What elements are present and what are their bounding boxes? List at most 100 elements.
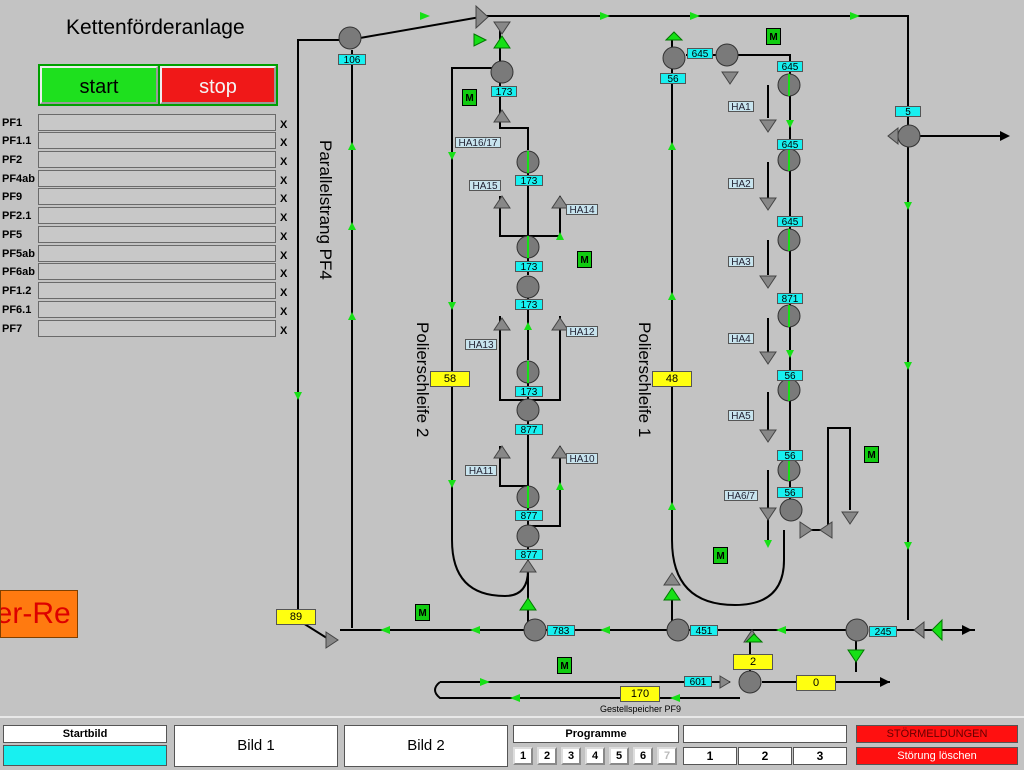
- program-button-3[interactable]: 3: [561, 747, 581, 765]
- conveyor-diagram: [294, 4, 1010, 702]
- counter-645: 645: [687, 48, 713, 60]
- loop2-count: 58: [430, 371, 470, 387]
- counter-106: 106: [338, 54, 366, 66]
- counter-645: 645: [777, 139, 803, 151]
- pf-x-mark[interactable]: X: [280, 250, 288, 262]
- program-button-1[interactable]: 1: [513, 747, 533, 765]
- pf-row: PF9 X: [0, 188, 290, 206]
- counter-56: 56: [660, 73, 686, 85]
- counter-645: 645: [777, 216, 803, 228]
- counter-451: 451: [690, 625, 718, 637]
- pf-row: PF5 X: [0, 226, 290, 244]
- motor-icon[interactable]: M: [462, 89, 477, 106]
- motor-icon[interactable]: M: [415, 604, 430, 621]
- pf-row: PF1 X: [0, 114, 290, 132]
- program-button-2[interactable]: 2: [537, 747, 557, 765]
- program-button-5[interactable]: 5: [609, 747, 629, 765]
- active-switches: [473, 31, 943, 663]
- number-button-2[interactable]: 2: [738, 747, 792, 765]
- bottom-navigation-bar: Startbild Bild 1 Bild 2 Programme 1 2 3 …: [0, 716, 1024, 770]
- counter-173: 173: [491, 86, 517, 98]
- counter-56: 56: [777, 487, 803, 499]
- counter-877: 877: [515, 424, 543, 436]
- pf-x-mark[interactable]: X: [280, 156, 288, 168]
- number-button-3[interactable]: 3: [793, 747, 847, 765]
- pf-status-bar: [38, 114, 276, 131]
- pf-x-mark[interactable]: X: [280, 287, 288, 299]
- ha-label: HA3: [728, 256, 754, 268]
- ha-label: HA11: [465, 465, 497, 477]
- ha-label: HA15: [469, 180, 501, 192]
- page-title: Kettenförderanlage: [66, 16, 245, 39]
- pf-x-mark[interactable]: X: [280, 325, 288, 337]
- ha-label: HA6/7: [724, 490, 758, 502]
- counter-173: 173: [515, 261, 543, 273]
- motor-icon[interactable]: M: [713, 547, 728, 564]
- pf-x-mark[interactable]: X: [280, 212, 288, 224]
- pf-label: PF1.1: [2, 135, 32, 147]
- bild1-button[interactable]: Bild 1: [174, 725, 338, 767]
- loop1-count: 48: [652, 371, 692, 387]
- program-button-4[interactable]: 4: [585, 747, 605, 765]
- counter-877: 877: [515, 510, 543, 522]
- pf-label: PF6ab: [2, 266, 36, 278]
- clear-fault-button[interactable]: Störung löschen: [856, 747, 1018, 765]
- flow-arrow-heads-black: [880, 131, 1010, 687]
- start-button[interactable]: start: [40, 66, 158, 104]
- counter-877: 877: [515, 549, 543, 561]
- pf-status-bar: [38, 263, 276, 280]
- motor-icon[interactable]: M: [766, 28, 781, 45]
- pf-row: PF1.1 X: [0, 132, 290, 150]
- parallel-count: 89: [276, 609, 316, 625]
- pf-status-bar: [38, 245, 276, 262]
- motor-icon[interactable]: M: [577, 251, 592, 268]
- bild2-button[interactable]: Bild 2: [344, 725, 508, 767]
- storage-count: 170: [620, 686, 660, 702]
- status-indicator: [3, 745, 167, 766]
- pf-status-bar: [38, 282, 276, 299]
- pf-x-mark[interactable]: X: [280, 193, 288, 205]
- pf-x-mark[interactable]: X: [280, 137, 288, 149]
- pf-status-bar: [38, 207, 276, 224]
- pf-x-mark[interactable]: X: [280, 231, 288, 243]
- startbild-button[interactable]: Startbild: [3, 725, 167, 743]
- pf-status-bar: [38, 226, 276, 243]
- counter-245: 245: [869, 626, 897, 638]
- pf-label: PF4ab: [2, 173, 36, 185]
- program-button-6[interactable]: 6: [633, 747, 653, 765]
- transfer-count: 2: [733, 654, 773, 670]
- pf-label: PF2: [2, 154, 23, 166]
- pf-label: PF1: [2, 117, 23, 129]
- polishing-loop-1-label: Polierschleife 1: [635, 322, 654, 438]
- pf-x-mark[interactable]: X: [280, 175, 288, 187]
- counter-5: 5: [895, 106, 921, 118]
- pf-x-mark[interactable]: X: [280, 306, 288, 318]
- ha-label: HA1: [728, 101, 754, 113]
- pf-label: PF1.2: [2, 285, 32, 297]
- counter-601: 601: [684, 676, 712, 688]
- counter-783: 783: [547, 625, 575, 637]
- motor-icon[interactable]: M: [864, 446, 879, 463]
- motor-icon[interactable]: M: [557, 657, 572, 674]
- program-button-7[interactable]: 7: [657, 747, 677, 765]
- pf-label: PF5: [2, 229, 23, 241]
- number-button-1[interactable]: 1: [683, 747, 737, 765]
- pf-x-mark[interactable]: X: [280, 119, 288, 131]
- storage-exit-count: 0: [796, 675, 836, 691]
- fault-messages-button[interactable]: STÖRMELDUNGEN: [856, 725, 1018, 743]
- pf-status-bar: [38, 188, 276, 205]
- stop-button[interactable]: stop: [160, 66, 276, 104]
- pf-label: PF5ab: [2, 248, 36, 260]
- ha-label: HA16/17: [455, 137, 501, 149]
- ha-label: HA13: [465, 339, 497, 351]
- pf-row: PF2 X: [0, 151, 290, 169]
- pf-label: PF9: [2, 191, 23, 203]
- ha-label: HA4: [728, 333, 754, 345]
- wheel-status-marks: [527, 74, 790, 508]
- pf-status-bar: [38, 301, 276, 318]
- pf-status-bar: [38, 320, 276, 337]
- pf-x-mark[interactable]: X: [280, 268, 288, 280]
